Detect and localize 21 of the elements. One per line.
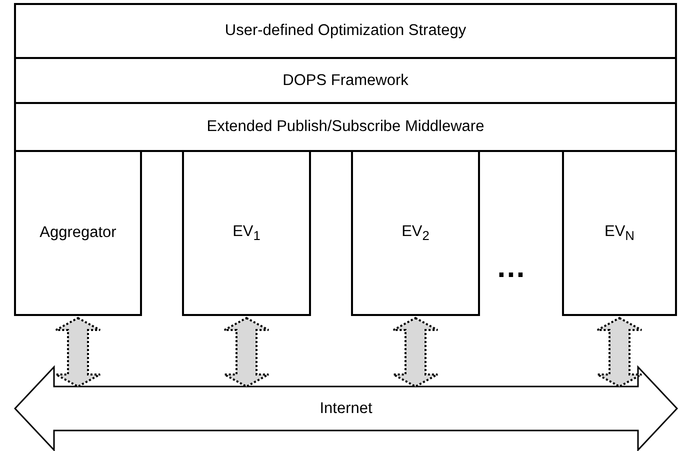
component-box (351, 150, 480, 316)
component-box (14, 150, 142, 316)
double-arrow (224, 316, 270, 388)
block-arrow-band (14, 366, 678, 451)
layer-box (14, 102, 677, 152)
double-arrow (55, 316, 101, 388)
node-label: User-defined Optimization Strategy (224, 22, 466, 40)
node-label: EV$_{2}$ (402, 222, 430, 244)
double-arrow (392, 316, 438, 388)
node-label: EV$_{N}$ (604, 222, 634, 244)
node-label: EV$_{1}$ (232, 222, 260, 244)
node-label: DOPS Framework (282, 72, 408, 90)
double-arrow (596, 316, 642, 388)
node-label: Internet (320, 400, 372, 418)
component-box (562, 150, 677, 316)
component-box (182, 150, 311, 316)
ellipsis: … (496, 258, 526, 278)
layer-box (14, 3, 677, 59)
layer-box (14, 57, 677, 104)
node-label: Aggregator (40, 224, 116, 242)
node-label: Extended Publish/Subscribe Middleware (206, 118, 484, 136)
